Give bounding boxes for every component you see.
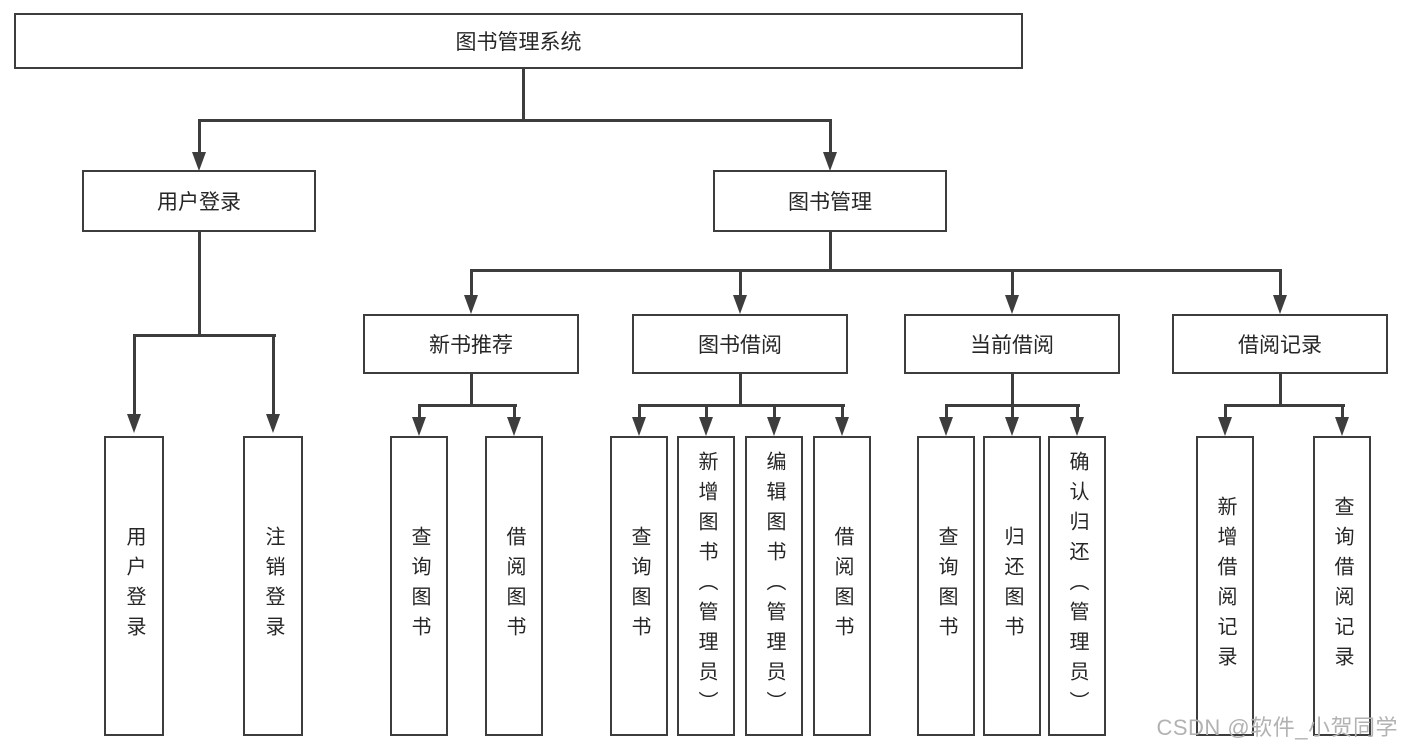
node-borrow-books: 借阅图书 (813, 436, 871, 736)
connector-sec2-stem (739, 374, 742, 407)
node-query-books-recommend: 查询图书 (390, 436, 448, 736)
connector-drop (418, 404, 421, 419)
node-book-borrowing: 图书借阅 (632, 314, 848, 374)
connector-drop (841, 404, 844, 419)
node-add-borrow-record: 新增借阅记录 (1196, 436, 1254, 736)
connector-sec3-stem (1011, 374, 1014, 407)
node-borrowing-records: 借阅记录 (1172, 314, 1388, 374)
arrowhead-down-icon (939, 417, 953, 436)
connector-sec2-rail (638, 404, 845, 407)
connector-drop (1224, 404, 1227, 419)
arrowhead-down-icon (1218, 417, 1232, 436)
connector-sec1-stem (470, 374, 473, 407)
connector-drop (1279, 269, 1282, 297)
arrowhead-down-icon (464, 295, 478, 314)
connector-drop (638, 404, 641, 419)
csdn-watermark: CSDN @软件_小贺同学 (1156, 715, 1398, 740)
connector-drop (198, 119, 201, 155)
node-add-book-admin: 新增图书（管理员） (677, 436, 735, 736)
connector-drop (705, 404, 708, 419)
connector-drop (513, 404, 516, 419)
arrowhead-down-icon (412, 417, 426, 436)
arrowhead-down-icon (699, 417, 713, 436)
connector-root-rail (198, 119, 832, 122)
connector-sec4-stem (1279, 374, 1282, 407)
node-new-book-recommend: 新书推荐 (363, 314, 579, 374)
arrowhead-down-icon (507, 417, 521, 436)
node-edit-book-admin: 编辑图书（管理员） (745, 436, 803, 736)
connector-drop (829, 119, 832, 155)
connector-drop (272, 334, 275, 416)
arrowhead-down-icon (1335, 417, 1349, 436)
arrowhead-down-icon (823, 152, 837, 171)
connector-user-rail (133, 334, 276, 337)
node-return-book: 归还图书 (983, 436, 1041, 736)
node-user-login: 用户登录 (82, 170, 316, 232)
arrowhead-down-icon (1070, 417, 1084, 436)
connector-drop (1076, 404, 1079, 419)
connector-sec4-rail (1224, 404, 1345, 407)
connector-mgmt-rail (470, 269, 1282, 272)
connector-drop (739, 269, 742, 297)
arrowhead-down-icon (767, 417, 781, 436)
connector-sec1-rail (418, 404, 517, 407)
arrowhead-down-icon (1273, 295, 1287, 314)
arrowhead-down-icon (632, 417, 646, 436)
connector-drop (1341, 404, 1344, 419)
node-query-borrow-record: 查询借阅记录 (1313, 436, 1371, 736)
node-library-management-system: 图书管理系统 (14, 13, 1023, 69)
arrowhead-down-icon (192, 152, 206, 171)
arrowhead-down-icon (127, 414, 141, 433)
node-current-borrowing: 当前借阅 (904, 314, 1120, 374)
node-borrow-books-recommend: 借阅图书 (485, 436, 543, 736)
node-user-login-action: 用户登录 (104, 436, 164, 736)
connector-drop (470, 269, 473, 297)
arrowhead-down-icon (266, 414, 280, 433)
arrowhead-down-icon (835, 417, 849, 436)
connector-drop (945, 404, 948, 419)
connector-drop (773, 404, 776, 419)
arrowhead-down-icon (1005, 295, 1019, 314)
connector-drop (133, 334, 136, 416)
connector-root-stem (522, 69, 525, 119)
connector-drop (1011, 269, 1014, 297)
node-query-books-borrowing: 查询图书 (610, 436, 668, 736)
arrowhead-down-icon (733, 295, 747, 314)
connector-mgmt-stem (829, 232, 832, 272)
node-logout-action: 注销登录 (243, 436, 303, 736)
node-query-books-current: 查询图书 (917, 436, 975, 736)
node-book-management: 图书管理 (713, 170, 947, 232)
connector-drop (1011, 404, 1014, 419)
arrowhead-down-icon (1005, 417, 1019, 436)
node-confirm-return-admin: 确认归还（管理员） (1048, 436, 1106, 736)
connector-user-stem (198, 232, 201, 336)
